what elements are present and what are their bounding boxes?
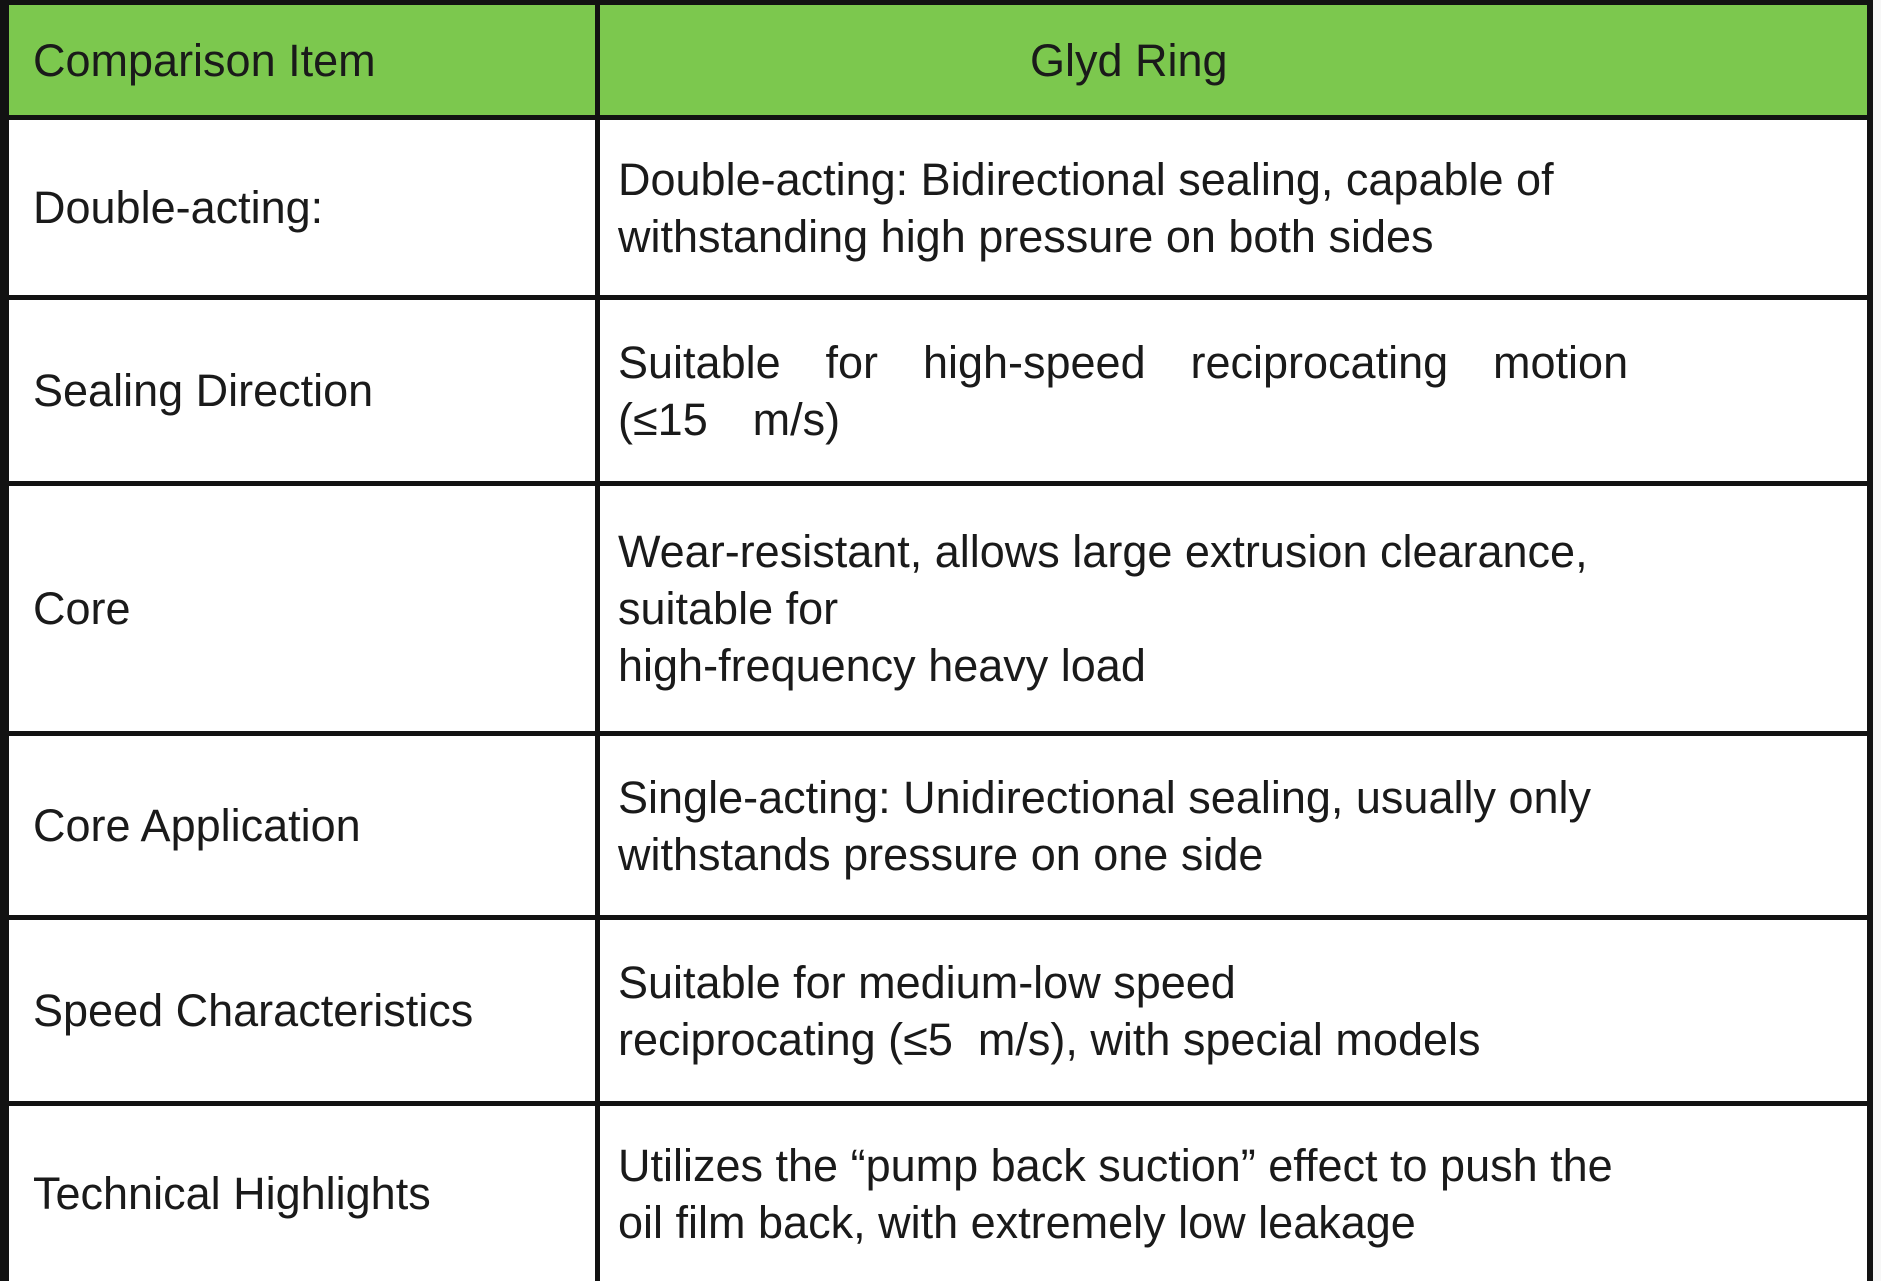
- row-item-label: Core Application: [33, 800, 361, 851]
- row-item-cell: Core: [9, 486, 600, 731]
- row-item-label: Core: [33, 583, 131, 634]
- header-cell-comparison-item: Comparison Item: [9, 5, 600, 115]
- row-description-cell: Single-acting: Unidirectional sealing, u…: [600, 736, 1867, 915]
- table-row-core: Core Wear-resistant, allows large extrus…: [9, 486, 1867, 736]
- row-item-cell: Speed Characteristics: [9, 920, 600, 1101]
- table-row-core-application: Core Application Single-acting: Unidirec…: [9, 736, 1867, 920]
- table-row-speed-characteristics: Speed Characteristics Suitable for mediu…: [9, 920, 1867, 1106]
- row-description-text: Suitable for high-speed reciprocating mo…: [618, 336, 1629, 445]
- row-item-label: Technical Highlights: [33, 1168, 431, 1219]
- row-description-cell: Double-acting: Bidirectional sealing, ca…: [600, 120, 1867, 295]
- header-label-comparison-item: Comparison Item: [33, 34, 376, 86]
- table-row-double-acting: Double-acting: Double-acting: Bidirectio…: [9, 120, 1867, 300]
- row-item-cell: Double-acting:: [9, 120, 600, 295]
- table-header-row: Comparison Item Glyd Ring: [9, 5, 1867, 120]
- row-description-cell: Wear-resistant, allows large extrusion c…: [600, 486, 1867, 731]
- row-item-cell: Technical Highlights: [9, 1106, 600, 1281]
- row-item-label: Speed Characteristics: [33, 985, 474, 1036]
- row-description-cell: Utilizes the “pump back suction” effect …: [600, 1106, 1867, 1281]
- row-item-label: Double-acting:: [33, 182, 324, 233]
- row-description-text: Double-acting: Bidirectional sealing, ca…: [618, 153, 1554, 262]
- row-description-text: Suitable for medium-low speed reciprocat…: [618, 956, 1481, 1065]
- header-label-glyd-ring: Glyd Ring: [1030, 34, 1228, 86]
- row-description-cell: Suitable for high-speed reciprocating mo…: [600, 300, 1867, 481]
- header-cell-glyd-ring: Glyd Ring: [600, 5, 1867, 115]
- row-item-cell: Core Application: [9, 736, 600, 915]
- row-item-label: Sealing Direction: [33, 365, 374, 416]
- row-description-text: Single-acting: Unidirectional sealing, u…: [618, 771, 1592, 880]
- table-row-sealing-direction: Sealing Direction Suitable for high-spee…: [9, 300, 1867, 486]
- row-description-cell: Suitable for medium-low speed reciprocat…: [600, 920, 1867, 1101]
- row-item-cell: Sealing Direction: [9, 300, 600, 481]
- row-description-text: Wear-resistant, allows large extrusion c…: [618, 526, 1588, 691]
- row-description-text: Utilizes the “pump back suction” effect …: [618, 1139, 1613, 1248]
- table-row-technical-highlights: Technical Highlights Utilizes the “pump …: [9, 1106, 1867, 1281]
